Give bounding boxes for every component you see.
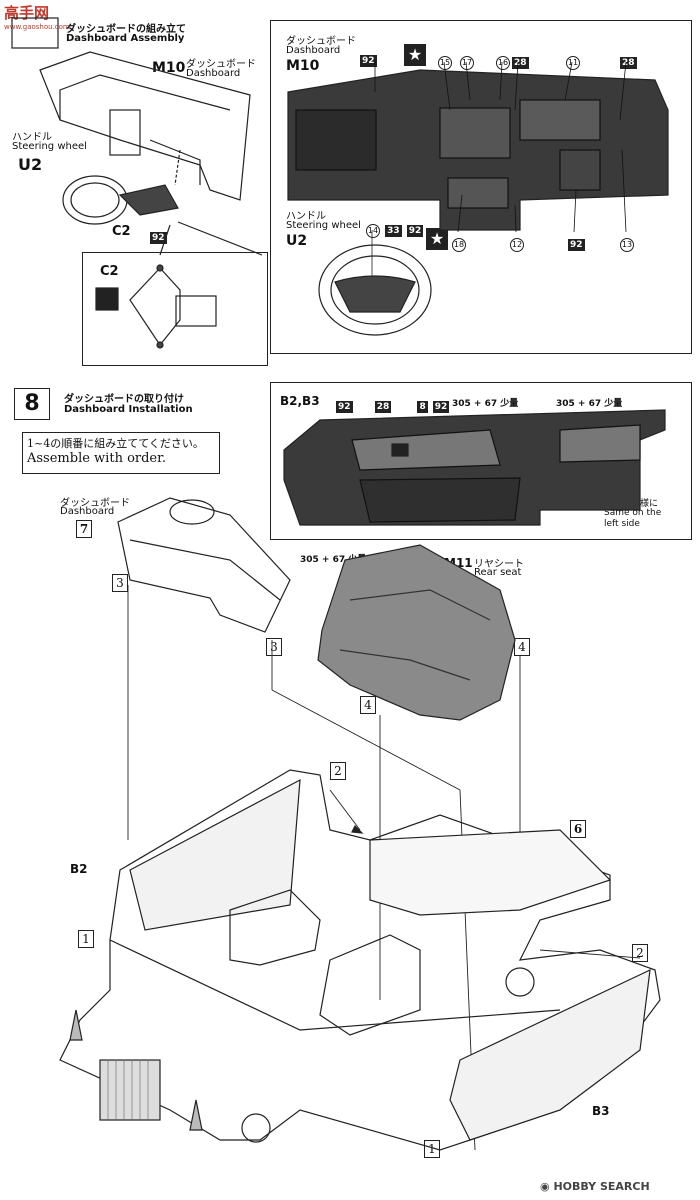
dash-callouts-top: 92 xyxy=(360,48,377,67)
door-callout-28: 28 xyxy=(374,401,392,413)
c2-inset-label: C2 xyxy=(100,264,119,279)
door-note-en-2: left side xyxy=(604,519,640,529)
order-mark-4a: 4 xyxy=(360,696,376,714)
front-seat-left xyxy=(229,889,321,966)
dash-step-ref: 7 xyxy=(76,520,92,538)
order-mark-1b: 1 xyxy=(424,1140,440,1158)
callout-28a-text: 28 xyxy=(512,57,529,69)
seat-paint-label: 305 + 67 少量 xyxy=(300,555,367,565)
step8-title-en: Dashboard Installation xyxy=(64,404,193,415)
order-note-box: 1~4の順番に組み立ててください。 Assemble with order. xyxy=(22,432,220,474)
callout-92c: 92 xyxy=(406,225,424,237)
order-mark-4b: 4 xyxy=(514,638,530,656)
wheel-callouts: 14 33 92 xyxy=(366,218,424,238)
m10-jp-label: ダッシュボード xyxy=(186,59,256,70)
star-icon-bottom: ★ xyxy=(426,228,448,250)
wheel-column xyxy=(118,184,179,216)
door-paint-a: 305 + 67 少量 xyxy=(452,399,519,409)
callout-16-text: 16 xyxy=(496,56,510,70)
footer-brand-text: HOBBY SEARCH xyxy=(553,1180,650,1193)
callout-92: 92 xyxy=(360,55,377,67)
door-callout-8: 8 xyxy=(417,401,428,413)
dash-callout-16: 16 xyxy=(496,50,510,70)
handle-en-label: Steering wheel xyxy=(12,141,87,152)
seat-en-label: Rear seat xyxy=(474,567,522,578)
step7-number-frame xyxy=(11,17,59,49)
door-paint-b: 305 + 67 少量 xyxy=(556,399,623,409)
dash-wheel-jp: ハンドル xyxy=(286,211,326,222)
rear-wheel-hub xyxy=(505,967,535,997)
watermark-url: www.gaoshou.com xyxy=(4,23,70,31)
dash-detail-part: M10 xyxy=(286,58,320,74)
step8-dashboard xyxy=(117,497,291,633)
step8-dash-jp: ダッシュボード xyxy=(60,498,130,509)
u2-part-label: U2 xyxy=(18,155,43,174)
step7-title-en: Dashboard Assembly xyxy=(66,33,185,44)
dash-callout-92b: 92 xyxy=(568,232,585,251)
dash-detail-jp: ダッシュボード xyxy=(286,36,356,47)
front-wheel-hub xyxy=(241,1113,271,1143)
m10-part-label: M10 xyxy=(152,60,186,76)
step8-dash-en: Dashboard xyxy=(60,506,115,517)
c2-mount xyxy=(175,295,217,327)
step8-number: 8 xyxy=(14,388,50,420)
dash-callout-12: 12 xyxy=(510,232,524,252)
order-mark-1a: 1 xyxy=(78,930,94,948)
order-mark-3a: 3 xyxy=(112,574,128,592)
footer-brand: ◉ HOBBY SEARCH xyxy=(540,1180,650,1193)
step6-ref: 6 xyxy=(570,820,586,838)
door-callout-92b: 92 xyxy=(432,401,450,413)
callout-13-text: 13 xyxy=(620,238,634,252)
big-steering-wheel xyxy=(318,244,432,336)
hobby-search-icon: ◉ xyxy=(540,1180,550,1193)
side-panel-b3 xyxy=(449,968,651,1141)
chassis-outline xyxy=(59,769,661,1151)
dash-callout-18: 18 xyxy=(452,232,466,252)
small-dash-shape xyxy=(39,51,251,201)
paint-92-badge: 92 xyxy=(150,225,167,244)
dash-detail-en: Dashboard xyxy=(286,45,341,56)
step7-title-jp: ダッシュボードの組み立て xyxy=(66,24,186,35)
callout-11-text: 11 xyxy=(566,56,580,70)
rear-deck xyxy=(369,829,612,916)
paint-92-text: 92 xyxy=(150,232,167,244)
callout-92b-text: 92 xyxy=(568,239,585,251)
door-callouts: 92 28 8 92 xyxy=(336,394,450,413)
step8-title-jp: ダッシュボードの取り付け xyxy=(64,394,184,405)
rear-seat xyxy=(317,544,516,721)
star-icon-top: ★ xyxy=(404,44,426,66)
dash-callout-28b: 28 xyxy=(620,50,637,69)
door-detail-title: B2,B3 xyxy=(280,394,320,408)
handle-jp-label: ハンドル xyxy=(12,132,52,143)
small-dash-center xyxy=(109,109,141,156)
dash-wheel-en: Steering wheel xyxy=(286,220,361,231)
callout-12-text: 12 xyxy=(510,238,524,252)
c2-paint-swatch xyxy=(95,287,119,311)
callout-14: 14 xyxy=(366,224,380,238)
m10-en-label: Dashboard xyxy=(186,68,241,79)
b3-label: B3 xyxy=(592,1104,610,1118)
dash-callout-28a: 28 xyxy=(512,50,529,69)
b2-label: B2 xyxy=(70,862,88,876)
radiator xyxy=(99,1059,161,1121)
order-mark-2a: 2 xyxy=(330,762,346,780)
door-note-en-1: Same on the xyxy=(604,508,662,518)
callout-28b-text: 28 xyxy=(620,57,637,69)
front-seat-right xyxy=(319,934,421,1036)
order-note-en: Assemble with order. xyxy=(27,451,167,466)
wheel-hub xyxy=(334,275,416,313)
c2-part-label: C2 xyxy=(112,224,131,239)
order-note-jp: 1~4の順番に組み立ててください。 xyxy=(27,437,204,450)
dash-wheel-part: U2 xyxy=(286,233,308,249)
order-mark-3b: 3 xyxy=(266,638,282,656)
door-callout-92a: 92 xyxy=(336,401,353,413)
dash-callout-13: 13 xyxy=(620,232,634,252)
callout-18-text: 18 xyxy=(452,238,466,252)
dash-callout-11: 11 xyxy=(566,50,580,70)
callout-33: 33 xyxy=(385,225,402,237)
seat-jp-label: リヤシート xyxy=(474,559,524,570)
side-panel-b2 xyxy=(129,778,301,931)
